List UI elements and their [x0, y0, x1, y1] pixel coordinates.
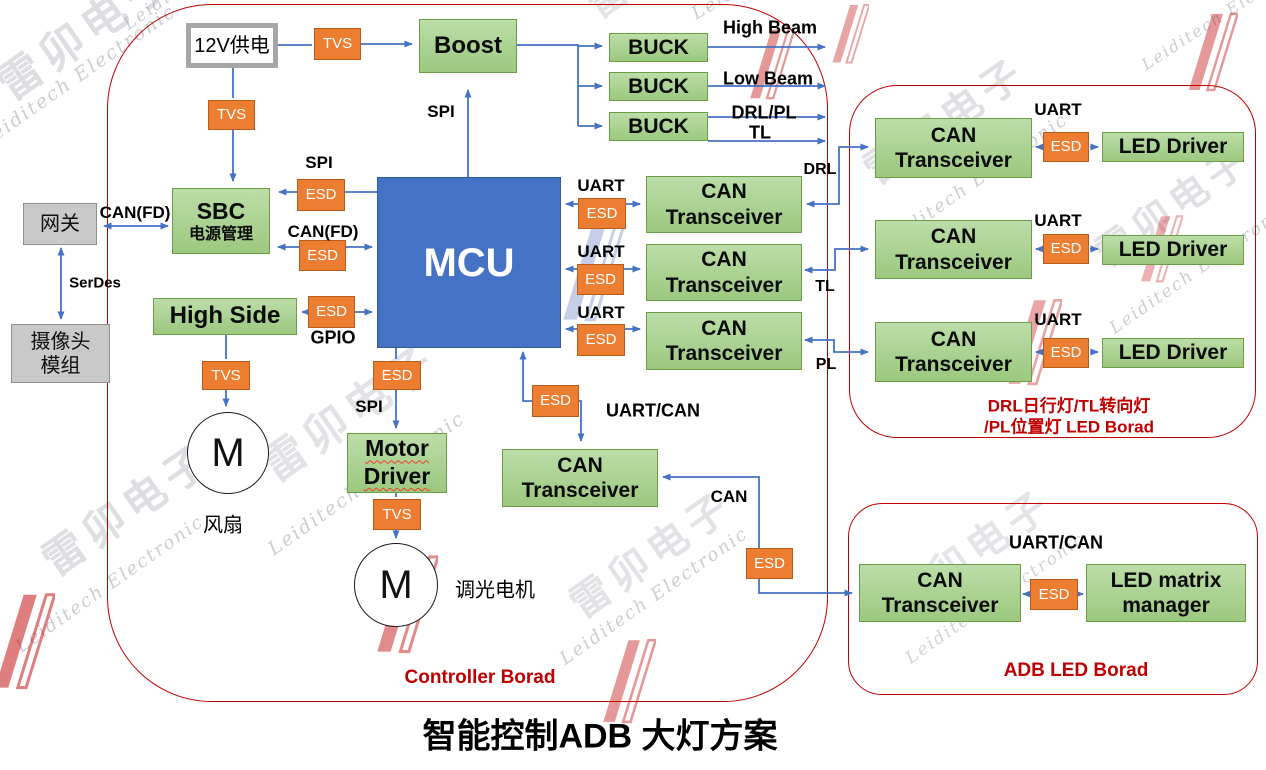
- adb-board-caption: ADB LED Borad: [1003, 660, 1149, 681]
- label-uart-can-mid: UART/CAN: [606, 400, 700, 421]
- label-tl-out: TL: [749, 122, 771, 143]
- label-spi-motor: SPI: [355, 397, 383, 416]
- leiditech-logo-icon: [832, 4, 870, 64]
- node-esd-uart1: ESD: [578, 198, 626, 229]
- label-high-beam: High Beam: [722, 17, 818, 38]
- node-esd-drl: ESD: [1043, 132, 1089, 162]
- node-esd-uart2: ESD: [577, 264, 624, 295]
- node-can-transceiver-tl: CAN Transceiver: [875, 220, 1032, 279]
- label-tl: TL: [815, 278, 835, 295]
- node-sbc: SBC 电源管理: [172, 188, 270, 254]
- label-uart-2: UART: [577, 242, 625, 261]
- node-esd-sbc-spi: ESD: [297, 179, 345, 211]
- label-dimmer-motor: 调光电机: [455, 579, 535, 602]
- leiditech-logo-icon: [1188, 12, 1238, 92]
- node-led-driver-3: LED Driver: [1102, 338, 1244, 368]
- node-tvs-1: TVS: [314, 28, 361, 60]
- label-canfd-gateway: CAN(FD): [99, 203, 171, 222]
- node-can-transceiver-pl: CAN Transceiver: [875, 322, 1032, 382]
- node-esd-uartcan: ESD: [532, 385, 579, 417]
- node-can-transceiver-bottom: CAN Transceiver: [502, 449, 658, 507]
- label-drl: DRL: [803, 161, 837, 178]
- node-tvs-fan: TVS: [202, 361, 250, 390]
- label-serdes: SerDes: [69, 274, 121, 292]
- label-pl: PL: [815, 356, 837, 373]
- page-title: 智能控制ADB 大灯方案: [422, 717, 778, 756]
- node-buck-3: BUCK: [609, 112, 708, 141]
- label-fan: 风扇: [203, 514, 243, 537]
- label-spi-sbc: SPI: [305, 153, 333, 172]
- node-can-transceiver-1: CAN Transceiver: [646, 176, 802, 233]
- node-esd-tl: ESD: [1043, 234, 1089, 264]
- drl-board-caption-line1: DRL日行灯/TL转向灯: [987, 396, 1151, 416]
- label-uart-r2: UART: [1034, 211, 1082, 230]
- node-dimmer-motor: M: [354, 543, 438, 627]
- node-esd-can-link: ESD: [746, 548, 793, 579]
- node-esd-gpio: ESD: [308, 296, 355, 328]
- node-led-matrix-manager: LED matrix manager: [1086, 564, 1246, 622]
- node-boost: Boost: [419, 19, 517, 73]
- node-high-side: High Side: [153, 298, 297, 335]
- label-canfd-mcu: CAN(FD): [287, 222, 359, 241]
- label-uart-r3: UART: [1034, 310, 1082, 329]
- adb-led-board-outline: [848, 503, 1258, 695]
- node-tvs-dimmer: TVS: [373, 499, 421, 530]
- node-esd-adb: ESD: [1030, 579, 1078, 610]
- node-led-driver-1: LED Driver: [1102, 132, 1244, 162]
- node-tvs-2: TVS: [208, 100, 255, 130]
- node-can-transceiver-drl: CAN Transceiver: [875, 118, 1032, 178]
- node-fan-motor: M: [187, 412, 269, 494]
- label-uart-can-adb: UART/CAN: [1009, 532, 1103, 553]
- watermark-text: Leiditech Electronic: [1138, 0, 1266, 74]
- label-uart-1: UART: [577, 176, 625, 195]
- label-uart-3: UART: [577, 303, 625, 322]
- leiditech-logo-icon: [0, 593, 55, 690]
- drl-board-caption-line2: /PL位置灯 LED Borad: [983, 417, 1155, 437]
- node-camera-module: 摄像头 模组: [11, 324, 110, 383]
- label-low-beam: Low Beam: [722, 68, 814, 89]
- node-mcu: MCU: [377, 177, 561, 348]
- label-drl-pl: DRL/PL: [731, 102, 797, 123]
- node-buck-1: BUCK: [609, 33, 708, 62]
- node-led-driver-2: LED Driver: [1102, 235, 1244, 265]
- label-gpio: GPIO: [310, 327, 356, 348]
- node-buck-2: BUCK: [609, 72, 708, 101]
- controller-board-caption: Controller Borad: [404, 667, 556, 688]
- label-can-link: CAN: [710, 487, 748, 506]
- node-can-transceiver-3: CAN Transceiver: [646, 312, 802, 370]
- node-motor-driver: Motor Driver: [347, 433, 447, 493]
- node-esd-sbc-canfd: ESD: [299, 240, 346, 271]
- node-gateway: 网关: [23, 203, 97, 245]
- label-uart-r1: UART: [1034, 100, 1082, 119]
- node-can-transceiver-adb: CAN Transceiver: [859, 564, 1021, 622]
- node-can-transceiver-2: CAN Transceiver: [646, 244, 802, 301]
- label-spi-boost: SPI: [427, 102, 455, 121]
- node-esd-uart3: ESD: [577, 324, 625, 356]
- node-12v-supply: 12V供电: [186, 23, 278, 68]
- node-esd-pl: ESD: [1043, 338, 1089, 368]
- node-esd-motor-spi: ESD: [373, 361, 421, 390]
